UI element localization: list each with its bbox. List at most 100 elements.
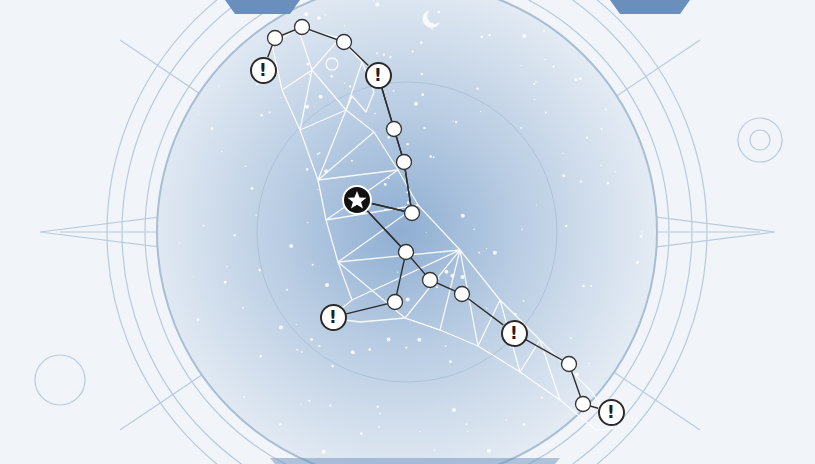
marker-symbol: !	[329, 309, 337, 326]
star-dot	[535, 81, 537, 83]
star-dot	[318, 189, 319, 190]
star-dot	[304, 12, 308, 16]
waypoint-dot	[399, 245, 414, 260]
star-dot	[325, 14, 326, 15]
star-dot	[345, 31, 346, 32]
star-dot	[600, 128, 602, 130]
star-dot	[419, 431, 421, 433]
star-dot	[309, 73, 311, 75]
star-dot	[605, 109, 607, 111]
star-dot	[506, 420, 507, 421]
star-dot	[445, 345, 447, 347]
marker-symbol: !	[510, 325, 518, 342]
route-line	[357, 88, 503, 325]
star-dot	[438, 278, 440, 280]
start-star	[343, 186, 371, 214]
star-dot	[306, 168, 309, 171]
star-dot	[197, 318, 200, 321]
star-dot	[536, 204, 537, 205]
star-field	[179, 0, 643, 464]
waypoint-dot	[423, 273, 438, 288]
star-dot	[640, 167, 641, 168]
star-dot	[179, 242, 180, 243]
star-dot	[233, 234, 235, 236]
star-dot	[331, 365, 334, 368]
star-dot	[553, 66, 555, 68]
star-dot	[406, 191, 408, 193]
star-dot	[522, 34, 526, 38]
star-dot	[580, 180, 583, 183]
star-dot	[305, 105, 309, 109]
star-dot	[444, 270, 448, 274]
star-dot	[461, 214, 465, 218]
star-dot	[412, 50, 414, 52]
star-dot	[455, 121, 457, 123]
star-dot	[308, 400, 310, 402]
star-dot	[397, 272, 398, 273]
waypoint-dot	[405, 206, 420, 221]
star-dot	[543, 30, 545, 32]
event-marker: !	[501, 320, 528, 347]
star-dot	[307, 63, 310, 66]
star-dot	[349, 85, 351, 87]
star-dot	[467, 430, 468, 431]
star-dot	[269, 111, 271, 113]
star-dot	[384, 183, 387, 186]
star-dot	[393, 90, 395, 92]
star-dot	[562, 152, 563, 153]
star-dot	[565, 225, 568, 228]
waypoint-dot	[562, 357, 577, 372]
star-dot	[640, 235, 643, 238]
star-dot	[378, 426, 380, 428]
star-dot	[351, 350, 355, 354]
star-dot	[590, 285, 592, 287]
star-dot	[322, 450, 326, 454]
star-dot	[534, 99, 536, 101]
star-dot	[280, 97, 281, 98]
star-dot	[360, 432, 363, 435]
star-dot	[478, 252, 480, 254]
star-dot	[317, 153, 319, 155]
marker-symbol: !	[607, 404, 615, 421]
star-dot	[383, 53, 386, 56]
star-dot	[406, 143, 408, 145]
moon	[423, 10, 440, 28]
star-dot	[373, 0, 374, 1]
star-dot	[344, 25, 346, 27]
star-dot	[198, 114, 199, 115]
star-dot	[259, 355, 262, 358]
waypoint-dot	[455, 287, 470, 302]
star-dot	[329, 404, 331, 406]
star-dot	[431, 27, 433, 29]
star-dot	[449, 360, 452, 363]
star-dot	[374, 113, 376, 115]
compass-rose	[35, 0, 782, 464]
star-dot	[544, 59, 546, 61]
star-dot	[243, 396, 245, 398]
star-dot	[582, 285, 585, 288]
event-marker: !	[598, 399, 625, 426]
star-dot	[414, 102, 418, 106]
star-dot	[260, 114, 263, 117]
waypoint-dot	[268, 31, 283, 46]
star-dot	[579, 77, 582, 80]
star-dot	[570, 337, 572, 339]
star-dot	[296, 349, 298, 351]
star-dot	[481, 36, 483, 38]
event-marker: !	[365, 62, 392, 89]
star-dot	[486, 248, 487, 249]
star-dot	[437, 11, 440, 14]
star-dot	[387, 338, 391, 342]
parrot-wireframe	[272, 28, 616, 430]
star-dot	[521, 229, 522, 230]
star-dot	[452, 408, 456, 412]
star-dot	[289, 244, 293, 248]
star-dot	[426, 232, 427, 233]
star-dot	[255, 215, 256, 216]
star-dot	[487, 449, 491, 453]
star-dot	[376, 52, 378, 54]
waypoint-dot	[576, 397, 591, 412]
star-dot	[318, 345, 320, 347]
